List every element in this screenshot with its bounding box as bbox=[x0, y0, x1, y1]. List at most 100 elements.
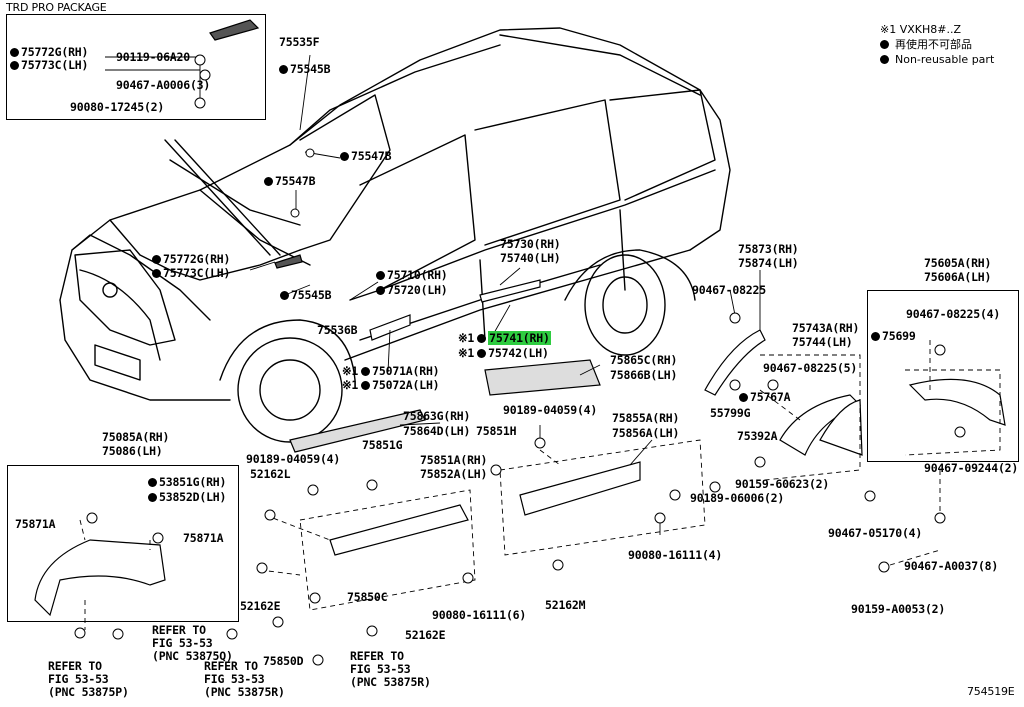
part-75699[interactable]: 75699 bbox=[871, 330, 916, 342]
part-75865C-rh[interactable]: 75865C(RH) bbox=[610, 353, 678, 367]
bullet-icon bbox=[361, 367, 371, 376]
part-90467-05170[interactable]: 90467-05170(4) bbox=[828, 526, 923, 540]
part-75874-lh[interactable]: 75874(LH) bbox=[738, 256, 799, 270]
part-75773C-lh[interactable]: 75773C(LH) bbox=[10, 59, 88, 71]
part-90080-16111-4[interactable]: 90080-16111(4) bbox=[628, 548, 723, 562]
trd-pro-package-title: TRD PRO PACKAGE bbox=[6, 1, 107, 14]
bullet-icon bbox=[477, 349, 487, 358]
part-75744-lh[interactable]: 75744(LH) bbox=[792, 335, 853, 349]
part-75772G-mid[interactable]: 75772G(RH) bbox=[152, 253, 230, 265]
part-75740-lh[interactable]: 75740(LH) bbox=[500, 251, 561, 265]
bullet-icon bbox=[871, 332, 880, 341]
part-75545B-mid[interactable]: 75545B bbox=[280, 289, 332, 301]
part-75851H[interactable]: 75851H bbox=[476, 424, 517, 438]
part-75535F[interactable]: 75535F bbox=[279, 35, 320, 49]
bullet-icon bbox=[152, 269, 161, 278]
part-75730-rh[interactable]: 75730(RH) bbox=[500, 237, 561, 251]
legend-nonreusable-jp: 再使用不可部品 bbox=[895, 38, 972, 51]
part-90189-04059-b[interactable]: 90189-04059(4) bbox=[246, 452, 341, 466]
part-52162E-b[interactable]: 52162E bbox=[405, 628, 446, 642]
part-75547B-b[interactable]: 75547B bbox=[264, 175, 316, 187]
part-75547B-a[interactable]: 75547B bbox=[340, 150, 392, 162]
bullet-icon bbox=[152, 255, 161, 264]
bullet-icon bbox=[880, 55, 889, 64]
part-75606A-lh[interactable]: 75606A(LH) bbox=[924, 270, 992, 284]
fender-flare-inset-box bbox=[7, 465, 239, 622]
part-75086-lh[interactable]: 75086(LH) bbox=[102, 444, 163, 458]
part-75871A-right[interactable]: 75871A bbox=[183, 531, 224, 545]
part-75605A-rh[interactable]: 75605A(RH) bbox=[924, 256, 992, 270]
part-90467-A0037[interactable]: 90467-A0037(8) bbox=[904, 559, 999, 573]
part-52162M[interactable]: 52162M bbox=[545, 598, 586, 612]
part-90467-08225-4[interactable]: 90467-08225(4) bbox=[906, 307, 1001, 321]
part-75851A-rh[interactable]: 75851A(RH) bbox=[420, 453, 488, 467]
legend-model-note: ※1 VXKH8#..Z bbox=[880, 23, 962, 36]
part-55799G[interactable]: 55799G bbox=[710, 406, 751, 420]
bullet-icon bbox=[148, 478, 157, 487]
part-75871A-left[interactable]: 75871A bbox=[15, 517, 56, 531]
bullet-icon bbox=[376, 271, 385, 280]
part-75772G-rh[interactable]: 75772G(RH) bbox=[10, 46, 88, 58]
part-90467-08225[interactable]: 90467-08225 bbox=[692, 283, 766, 297]
bullet-icon bbox=[279, 65, 288, 74]
part-75856A-lh[interactable]: 75856A(LH) bbox=[612, 426, 680, 440]
part-75866B-lh[interactable]: 75866B(LH) bbox=[610, 368, 678, 382]
part-75710-rh[interactable]: 75710(RH) bbox=[376, 269, 448, 281]
part-53852D-lh[interactable]: 53852D(LH) bbox=[148, 491, 226, 503]
part-90080-16111-6[interactable]: 90080-16111(6) bbox=[432, 608, 527, 622]
part-75773C-mid[interactable]: 75773C(LH) bbox=[152, 267, 230, 279]
bullet-icon bbox=[880, 40, 889, 49]
part-90467-09244[interactable]: 90467-09244(2) bbox=[924, 461, 1019, 475]
part-90189-06006[interactable]: 90189-06006(2) bbox=[690, 491, 785, 505]
part-75850D[interactable]: 75850D bbox=[263, 654, 304, 668]
part-75873-rh[interactable]: 75873(RH) bbox=[738, 242, 799, 256]
bullet-icon bbox=[477, 334, 487, 343]
part-52162L[interactable]: 52162L bbox=[250, 467, 291, 481]
part-90080-17245[interactable]: 90080-17245(2) bbox=[70, 100, 165, 114]
part-90467-A0006[interactable]: 90467-A0006(3) bbox=[116, 78, 211, 92]
part-75851G[interactable]: 75851G bbox=[362, 438, 403, 452]
legend: ※1 VXKH8#..Z 再使用不可部品 Non-reusable part bbox=[880, 22, 994, 67]
part-75855A-rh[interactable]: 75855A(RH) bbox=[612, 411, 680, 425]
trd-pro-package-box bbox=[6, 14, 266, 120]
rear-flare-inset-box bbox=[867, 290, 1019, 462]
part-75392A[interactable]: 75392A bbox=[737, 429, 778, 443]
legend-nonreusable-en: Non-reusable part bbox=[895, 53, 995, 66]
part-75536B[interactable]: 75536B bbox=[317, 323, 358, 337]
part-90119-06A20[interactable]: 90119-06A20 bbox=[116, 50, 190, 64]
part-52162E-a[interactable]: 52162E bbox=[240, 599, 281, 613]
part-75863G-rh[interactable]: 75863G(RH) bbox=[403, 409, 471, 423]
part-75864D-lh[interactable]: 75864D(LH) bbox=[403, 424, 471, 438]
bullet-icon bbox=[280, 291, 289, 300]
bullet-icon bbox=[361, 381, 371, 390]
part-75085A-rh[interactable]: 75085A(RH) bbox=[102, 430, 170, 444]
bullet-icon bbox=[739, 393, 748, 402]
bullet-icon bbox=[264, 177, 273, 186]
bullet-icon bbox=[340, 152, 349, 161]
part-75545B-top[interactable]: 75545B bbox=[279, 63, 331, 75]
figure-id: 754519E bbox=[967, 685, 1015, 698]
part-90159-A0053[interactable]: 90159-A0053(2) bbox=[851, 602, 946, 616]
bullet-icon bbox=[10, 61, 19, 70]
part-75852A-lh[interactable]: 75852A(LH) bbox=[420, 467, 488, 481]
bullet-icon bbox=[10, 48, 19, 57]
part-75767A[interactable]: 75767A bbox=[739, 391, 791, 403]
part-75743A-rh[interactable]: 75743A(RH) bbox=[792, 321, 860, 335]
part-90189-04059-a[interactable]: 90189-04059(4) bbox=[503, 403, 598, 417]
bullet-icon bbox=[148, 493, 157, 502]
part-53851G-rh[interactable]: 53851G(RH) bbox=[148, 476, 226, 488]
part-90159-60623[interactable]: 90159-60623(2) bbox=[735, 477, 830, 491]
part-75850C[interactable]: 75850C bbox=[347, 590, 388, 604]
part-75720-lh[interactable]: 75720(LH) bbox=[376, 284, 448, 296]
part-90467-08225-5[interactable]: 90467-08225(5) bbox=[763, 361, 858, 375]
